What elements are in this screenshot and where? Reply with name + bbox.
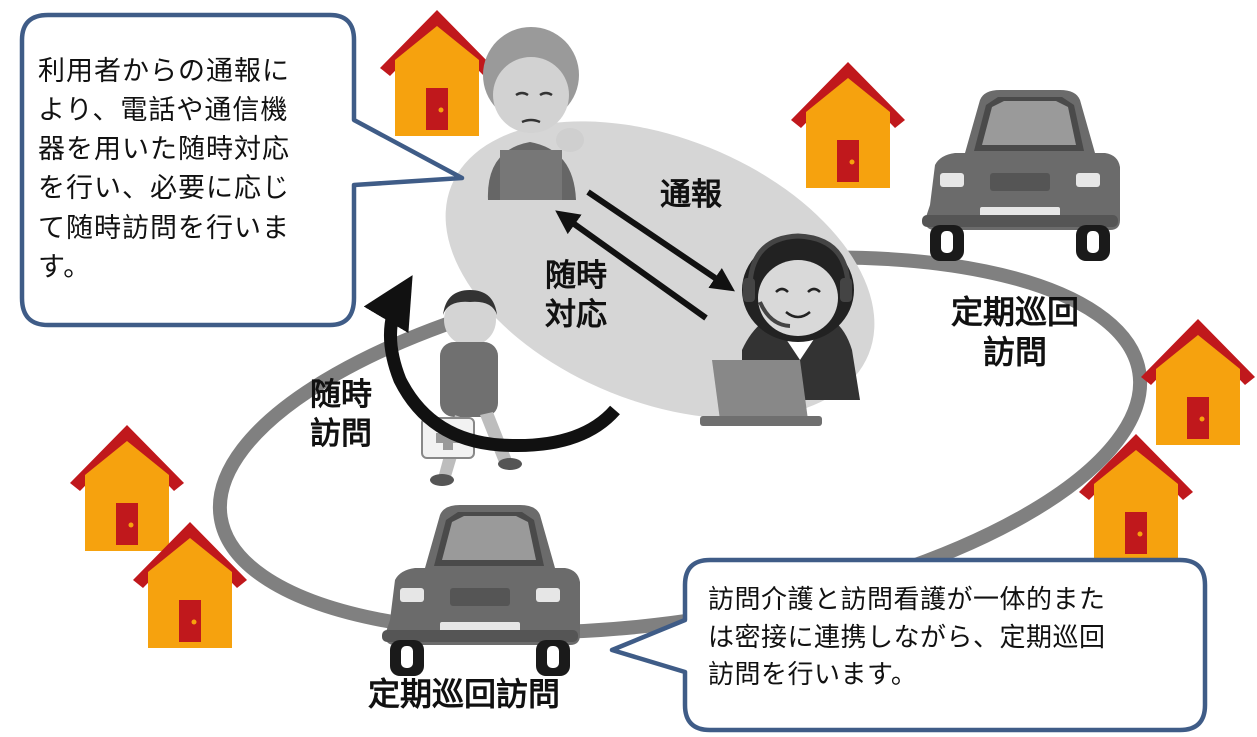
bubble-line: を行い、必要に応じ xyxy=(38,173,290,205)
house-icon xyxy=(1079,434,1193,560)
operator-with-headset-icon xyxy=(700,233,860,426)
house-icon xyxy=(1141,319,1255,445)
bubble-line: は密接に連携しながら、定期巡回 xyxy=(708,622,1106,653)
bubble-text-bottom-right: 訪問介護と訪問看護が一体的また は密接に連携しながら、定期巡回 訪問を行います。 xyxy=(708,582,1198,695)
on-demand-visit-arrow xyxy=(363,275,620,453)
bubble-line: 訪問介護と訪問看護が一体的また xyxy=(708,585,1106,615)
on-demand-visit-label: 随時 訪問 xyxy=(310,377,372,452)
car-icon xyxy=(382,505,580,676)
bubble-line: 器を用いた随時対応 xyxy=(38,134,290,166)
bubble-line: て随時訪問を行いま xyxy=(38,212,290,244)
regular-visit-label-right: 定期巡回 訪問 xyxy=(950,293,1079,371)
regular-visit-label-bottom: 定期巡回訪問 xyxy=(368,675,561,713)
house-icon xyxy=(380,10,494,136)
on-demand-response-label: 随時 対応 xyxy=(545,258,607,333)
report-arrow xyxy=(586,189,735,292)
response-arrow xyxy=(555,210,708,321)
bubble-line: 利用者からの通報に xyxy=(38,56,290,87)
bubble-line: 訪問を行います。 xyxy=(708,660,918,691)
elderly-person-icon xyxy=(483,27,584,200)
speech-bubble-top-left xyxy=(19,12,465,328)
report-label: 通報 xyxy=(660,177,722,213)
house-icon xyxy=(791,62,905,188)
car-icon xyxy=(922,90,1120,261)
bubble-text-top-left: 利用者からの通報に より、電話や通信機 器を用いた随時対応 を行い、必要に応じ … xyxy=(38,52,348,287)
speech-bubble-bottom-right xyxy=(609,557,1208,733)
bubble-line: より、電話や通信機 xyxy=(38,95,289,127)
house-icon xyxy=(70,425,184,551)
bubble-line: す。 xyxy=(38,251,92,283)
